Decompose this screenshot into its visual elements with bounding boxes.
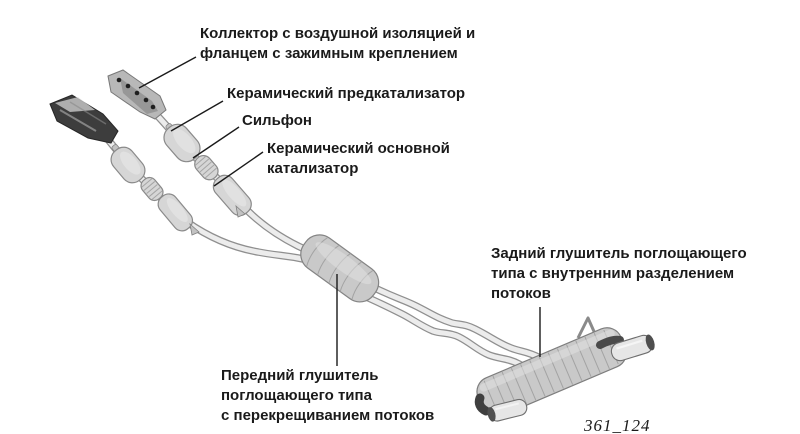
manifold-right (107, 69, 167, 120)
tip-highlight (616, 339, 643, 350)
tip-opening (487, 407, 496, 422)
flange-hole (150, 104, 156, 110)
canister-highlight (120, 151, 141, 175)
bellows-ribs (194, 155, 217, 179)
leader-manifold (138, 56, 197, 89)
bellows-left (140, 176, 164, 202)
tailpipe-left (474, 393, 528, 422)
pipe-upper (368, 283, 543, 361)
canister-highlight (173, 128, 196, 154)
front-muffler (300, 234, 380, 303)
label-pre-catalyst: Керамический предкатализатор (227, 84, 465, 104)
bellows-ribs (141, 177, 163, 201)
canister-highlight (222, 179, 247, 207)
tip-highlight (495, 402, 519, 411)
canister-highlight (166, 198, 188, 223)
main-catalyst-right (212, 174, 252, 217)
rear-muffler-hanger (576, 316, 598, 339)
leader-bellows (192, 126, 240, 159)
leader-lines (138, 56, 541, 366)
flange-hole (143, 97, 149, 103)
muffler-highlight (479, 329, 615, 392)
flange-hole (134, 90, 140, 96)
pre-catalyst-right (163, 123, 201, 163)
manifold-streak (69, 101, 107, 125)
tail-elbow (474, 393, 491, 416)
manifold-streak (59, 109, 97, 132)
label-line: Сильфон (242, 112, 312, 129)
mount-tab (189, 222, 200, 236)
label-line: Керамический основной (267, 140, 450, 157)
label-front-muffler: Передний глушитель поглощающего типа с п… (221, 366, 434, 426)
label-manifold: Коллектор с воздушной изоляцией и фланце… (200, 24, 475, 64)
pre-catalyst-left (110, 146, 146, 184)
label-line: типа с внутренним разделением (491, 265, 735, 282)
label-rear-muffler: Задний глушитель поглощающего типа с вну… (491, 244, 747, 304)
label-line: с перекрещиванием потоков (221, 407, 435, 424)
leader-main-catalyst (213, 151, 264, 187)
hanger-bracket (576, 316, 598, 339)
manifold-left (49, 94, 119, 144)
tip-opening (645, 334, 655, 351)
tailpipe-right (596, 334, 655, 362)
label-line: фланцем с зажимным креплением (200, 45, 458, 62)
label-main-catalyst: Керамический основной катализатор (267, 139, 450, 179)
flange-hole (116, 77, 122, 83)
label-line: потоков (491, 285, 551, 302)
label-line: Задний глушитель поглощающего (491, 245, 747, 262)
figure-number: 361_124 (584, 416, 651, 434)
label-line: Коллектор с воздушной изоляцией и (200, 25, 476, 42)
pipe-lower (361, 293, 538, 376)
label-bellows: Сильфон (242, 111, 312, 131)
label-line: Передний глушитель (221, 367, 379, 384)
muffler-highlight (315, 242, 372, 285)
bellows-right (194, 154, 219, 181)
flange-hole (125, 83, 131, 89)
label-line: поглощающего типа (221, 387, 372, 404)
main-catalyst-left (157, 193, 194, 232)
mount-tab (235, 204, 246, 218)
pipe-segment (184, 219, 317, 265)
label-line: катализатор (267, 160, 359, 177)
bellows-body (194, 154, 219, 181)
muffler-ribs (483, 329, 619, 416)
label-line: Керамический предкатализатор (227, 85, 466, 102)
leader-pre-catalyst (170, 100, 224, 132)
tail-elbow (596, 335, 624, 349)
